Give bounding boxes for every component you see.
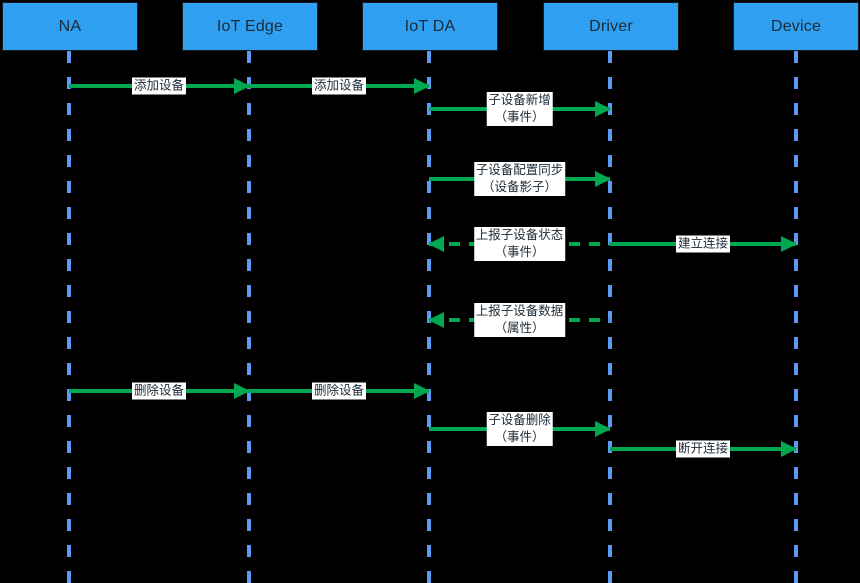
participant-label: Device (770, 17, 822, 35)
message-label-line1: 子设备新增 (488, 93, 551, 107)
participant-device[interactable]: Device (733, 2, 859, 51)
participant-iot-edge[interactable]: IoT Edge (182, 2, 318, 51)
message-label-line2: （事件） (494, 245, 545, 259)
message-label: 上报子设备数据 （属性） (473, 303, 566, 337)
participant-label: NA (58, 17, 82, 35)
message-label-line2: （属性） (494, 321, 545, 335)
message-label-line1: 删除设备 (133, 383, 185, 398)
message-label-line2: （设备影子） (481, 180, 558, 194)
arrowhead-icon (595, 101, 611, 117)
message-label: 上报子设备状态 （事件） (473, 227, 566, 261)
message-label: 子设备新增 （事件） (486, 92, 553, 126)
message-label-line1: 添加设备 (313, 78, 365, 93)
message-label-line1: 断开连接 (677, 441, 729, 456)
message-label: 子设备删除 （事件） (486, 412, 553, 446)
arrowhead-icon (414, 78, 430, 94)
message-label-line1: 上报子设备数据 (475, 304, 564, 318)
participant-label: IoT DA (404, 17, 456, 35)
participant-iot-da[interactable]: IoT DA (362, 2, 498, 51)
message-label-line1: 上报子设备状态 (475, 228, 564, 242)
arrowhead-icon (781, 441, 797, 457)
arrowhead-icon (234, 383, 250, 399)
arrowhead-icon (595, 421, 611, 437)
message-label: 删除设备 (131, 382, 187, 400)
participant-label: Driver (589, 17, 633, 35)
message-label: 建立连接 (675, 235, 731, 253)
participant-label: IoT Edge (216, 17, 284, 35)
message-label: 删除设备 (311, 382, 367, 400)
participant-driver[interactable]: Driver (543, 2, 679, 51)
arrowhead-icon (414, 383, 430, 399)
message-label: 断开连接 (675, 440, 731, 458)
message-label-line1: 子设备删除 (488, 413, 551, 427)
message-label-line2: （事件） (494, 430, 545, 444)
message-label-line1: 添加设备 (133, 78, 185, 93)
arrowhead-icon (428, 236, 444, 252)
lifeline-na (67, 51, 71, 583)
message-label-line2: （事件） (494, 110, 545, 124)
message-label: 子设备配置同步 （设备影子） (473, 162, 566, 196)
arrowhead-icon (428, 312, 444, 328)
message-label: 添加设备 (311, 77, 367, 95)
lifeline-device (794, 51, 798, 583)
message-label: 添加设备 (131, 77, 187, 95)
lifeline-iot-edge (247, 51, 251, 583)
message-label-line1: 建立连接 (677, 236, 729, 251)
arrowhead-icon (234, 78, 250, 94)
lifeline-driver (608, 51, 612, 583)
participant-na[interactable]: NA (2, 2, 138, 51)
message-label-line1: 子设备配置同步 (475, 163, 564, 177)
message-label-line1: 删除设备 (313, 383, 365, 398)
arrowhead-icon (781, 236, 797, 252)
arrowhead-icon (595, 171, 611, 187)
